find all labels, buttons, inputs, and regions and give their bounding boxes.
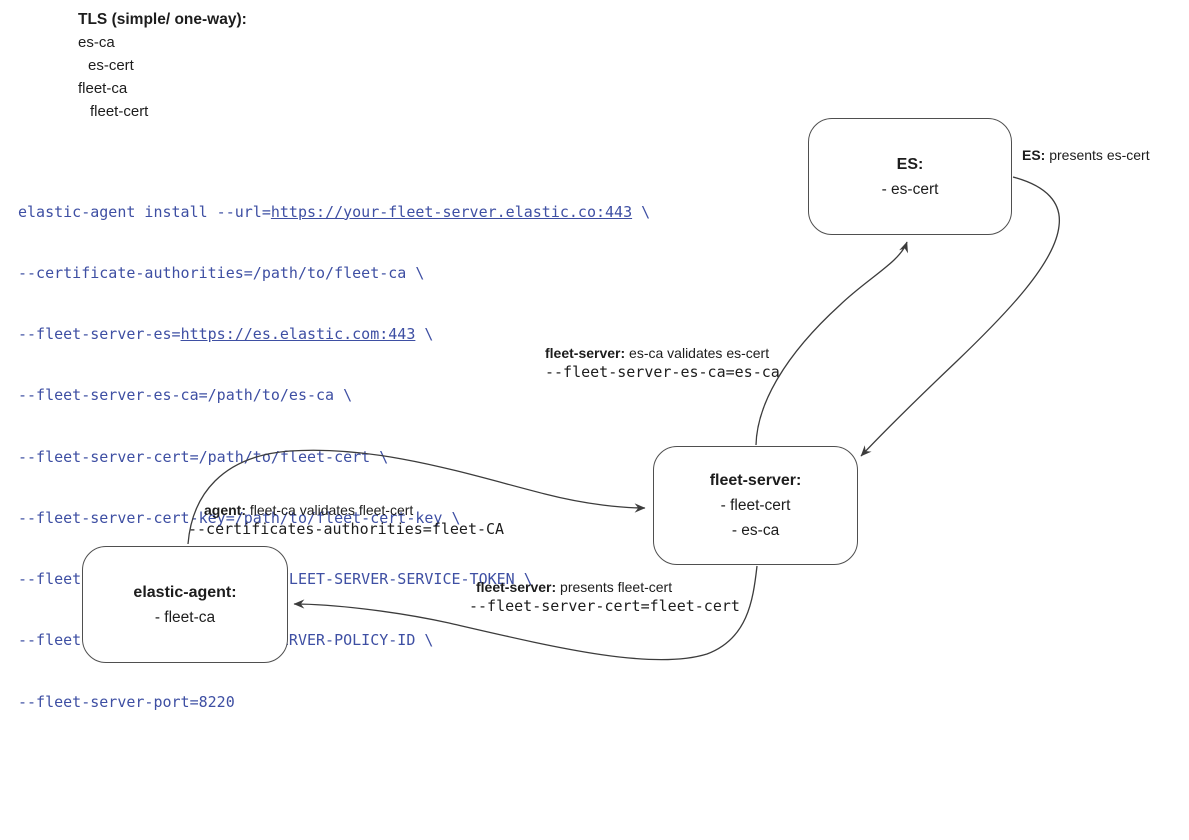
annotation-flag-code: --fleet-server-es-ca=es-ca: [545, 363, 780, 381]
node-elastic-agent: elastic-agent: - fleet-ca: [82, 546, 288, 663]
annotation-fleet-server-presents-fleet-cert: fleet-server: presents fleet-cert --flee…: [469, 578, 740, 616]
code-line: --fleet-server-es=https://es.elastic.com…: [18, 324, 650, 344]
annotation-bold-prefix: ES:: [1022, 147, 1046, 163]
legend-item-es-cert: es-cert: [88, 57, 134, 74]
code-line: --certificate-authorities=/path/to/fleet…: [18, 263, 650, 283]
annotation-agent-validates-fleet-cert: agent: fleet-ca validates fleet-cert --c…: [188, 501, 504, 539]
tls-legend: TLS (simple/ one-way): es-ca es-cert fle…: [78, 8, 247, 123]
annotation-rest: fleet-ca validates fleet-cert: [246, 502, 414, 518]
node-fleet-server-cert-item: - fleet-cert: [720, 497, 791, 514]
node-fleet-server-title: fleet-server:: [709, 472, 802, 489]
code-line: --fleet-server-es-ca=/path/to/es-ca \: [18, 385, 650, 405]
legend-item-es-ca: es-ca: [78, 34, 115, 51]
code-text: --certificate-authorities=/path/to/fleet…: [18, 264, 425, 283]
annotation-flag-code: --certificates-authorities=fleet-CA: [188, 520, 505, 538]
annotation-es-presents-cert: ES: presents es-cert: [1022, 146, 1150, 164]
code-text: \: [632, 202, 651, 221]
annotation-bold-prefix: agent:: [204, 502, 246, 518]
annotation-text: fleet-server: presents fleet-cert: [469, 578, 740, 596]
annotation-text: agent: fleet-ca validates fleet-cert: [188, 501, 504, 519]
annotation-fleet-server-validates-es-cert: fleet-server: es-ca validates es-cert --…: [545, 344, 780, 382]
annotation-rest: presents es-cert: [1045, 147, 1150, 163]
code-text: --fleet-server-es-ca=/path/to/es-ca \: [18, 386, 353, 405]
annotation-flag-code: --fleet-server-cert=fleet-cert: [469, 597, 740, 615]
node-es-cert-item: - es-cert: [881, 180, 939, 198]
code-text: --fleet-server-es=: [18, 325, 181, 344]
node-fleet-server-ca-item: - es-ca: [731, 522, 780, 539]
node-elastic-agent-ca-item: - fleet-ca: [154, 608, 216, 626]
legend-item-fleet-cert: fleet-cert: [90, 103, 149, 120]
annotation-rest: presents fleet-cert: [556, 579, 673, 595]
legend-title: TLS (simple/ one-way):: [78, 11, 247, 28]
node-es: ES: - es-cert: [808, 118, 1012, 235]
annotation-rest: es-ca validates es-cert: [625, 345, 770, 361]
node-es-title: ES:: [896, 155, 924, 173]
fleet-server-url-link[interactable]: https://your-fleet-server.elastic.co:443: [270, 202, 633, 221]
annotation-text: ES: presents es-cert: [1022, 146, 1150, 164]
code-text: \: [415, 325, 434, 344]
code-line: --fleet-server-port=8220: [18, 692, 650, 712]
code-text: --fleet-server-cert=/path/to/fleet-cert …: [18, 447, 389, 466]
node-elastic-agent-title: elastic-agent:: [133, 583, 237, 601]
code-line: --fleet-server-cert=/path/to/fleet-cert …: [18, 447, 650, 467]
code-line: elastic-agent install --url=https://your…: [18, 202, 650, 222]
annotation-bold-prefix: fleet-server:: [545, 345, 626, 361]
code-text: --fleet-server-port=8220: [18, 692, 235, 711]
annotation-text: fleet-server: es-ca validates es-cert: [545, 344, 780, 362]
legend-item-fleet-ca: fleet-ca: [78, 80, 128, 97]
es-url-link[interactable]: https://es.elastic.com:443: [180, 325, 416, 344]
annotation-bold-prefix: fleet-server:: [476, 579, 557, 595]
node-fleet-server: fleet-server: - fleet-cert - es-ca: [653, 446, 858, 565]
code-text: elastic-agent install --url=: [18, 202, 271, 221]
